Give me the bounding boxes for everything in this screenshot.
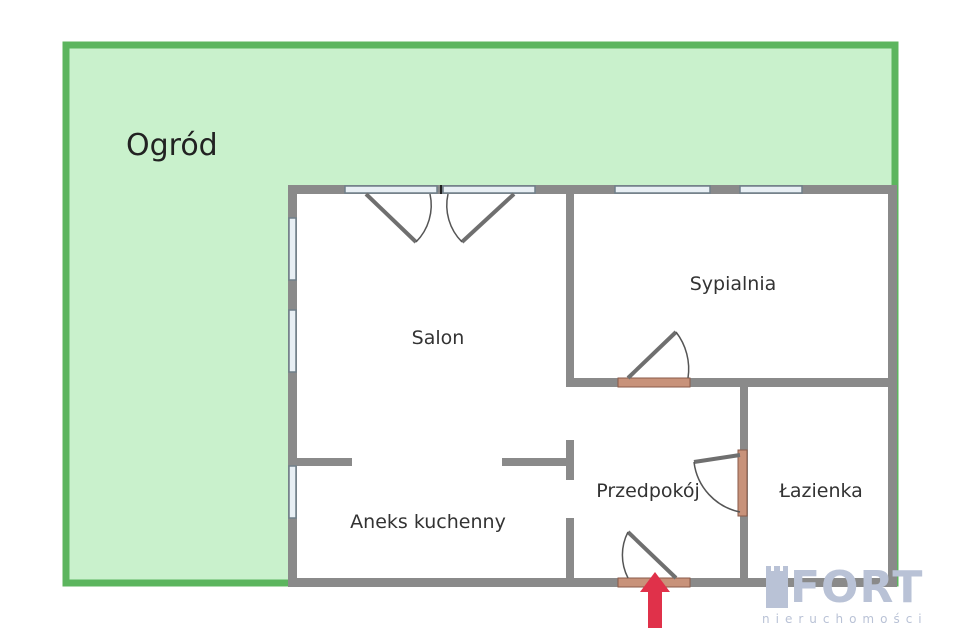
room-label-przedpokoj: Przedpokój (596, 480, 700, 502)
room-label-aneks-kuchenny: Aneks kuchenny (350, 511, 506, 533)
garden-label: Ogród (126, 128, 218, 163)
windows (288, 185, 803, 519)
logo-subtitle: nieruchomości (762, 612, 928, 626)
room-label-salon: Salon (411, 327, 465, 349)
tower-icon (766, 566, 788, 608)
room-label-lazienka: Łazienka (779, 480, 863, 502)
door-swings (621, 330, 741, 580)
room-label-sypialnia: Sypialnia (689, 273, 777, 295)
logo-word: FORT (790, 562, 924, 613)
garden-door (364, 185, 516, 244)
entrance-arrow (640, 572, 670, 628)
fort-logo: FORT nieruchomości (760, 562, 960, 628)
